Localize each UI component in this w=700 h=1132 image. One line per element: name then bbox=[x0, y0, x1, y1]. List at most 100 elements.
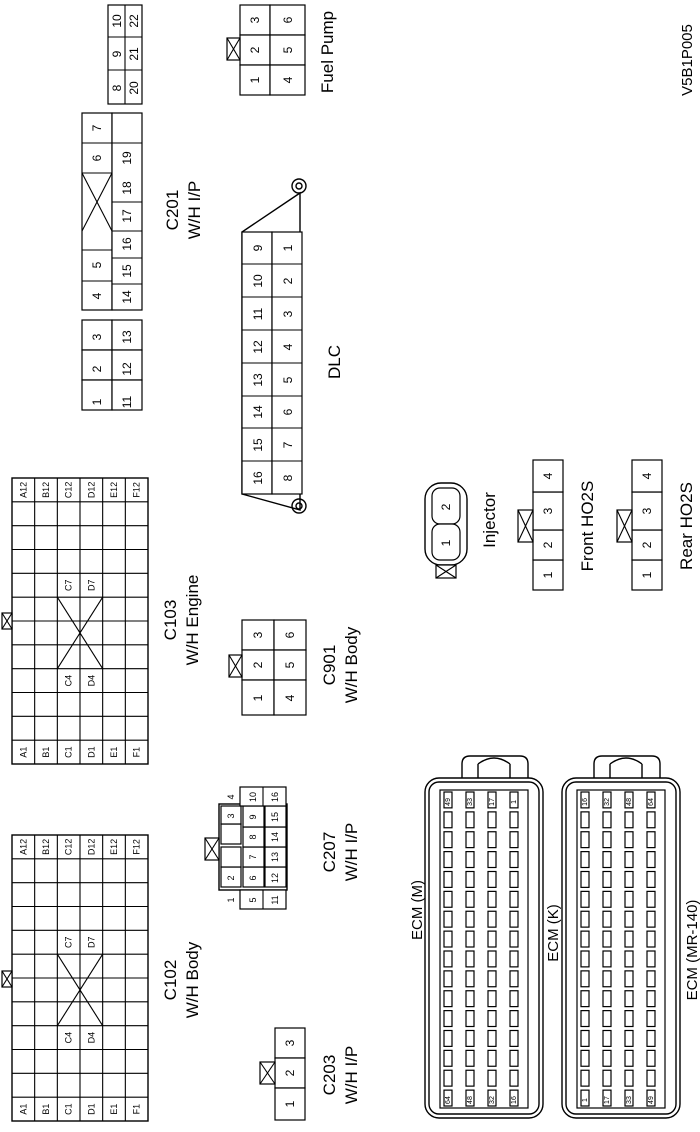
pin: 48 bbox=[467, 1096, 474, 1104]
ecm-pin-cell bbox=[465, 870, 475, 888]
lock-tab-icon bbox=[435, 564, 457, 579]
ecm-pin-cell bbox=[509, 1029, 519, 1047]
pin: 2 bbox=[90, 365, 104, 372]
ecm-pin-cell bbox=[624, 1029, 634, 1047]
ecm-pin-cell bbox=[602, 950, 612, 968]
c102-label: C102 bbox=[161, 960, 180, 1001]
pin: 3 bbox=[640, 507, 654, 514]
ecm-pin-cell bbox=[646, 890, 656, 908]
pin: C1 bbox=[64, 746, 74, 758]
pin: 5 bbox=[283, 661, 297, 668]
c201-sublabel: W/H I/P bbox=[185, 181, 204, 240]
pin: C1 bbox=[64, 1103, 74, 1115]
ecm-pin-cell bbox=[443, 1049, 453, 1067]
pin: 1 bbox=[90, 398, 104, 405]
ecm-m-label: ECM (M) bbox=[409, 880, 426, 940]
ecm-pin-cell bbox=[646, 930, 656, 948]
lock-tab-icon bbox=[226, 37, 241, 61]
ecm-pin-cell bbox=[509, 990, 519, 1008]
pin: 1 bbox=[281, 244, 295, 251]
ecm-pin-cell bbox=[602, 811, 612, 829]
ecm-pin-cell bbox=[443, 831, 453, 849]
pin: 1 bbox=[640, 571, 654, 578]
rear-ho2s-connector: 1 2 3 4 Rear HO2S bbox=[616, 459, 696, 591]
pin: 17 bbox=[489, 798, 496, 806]
injector-connector: 1 2 Injector bbox=[424, 482, 499, 579]
ecm-pin-cell bbox=[509, 930, 519, 948]
fuel-pump-connector: 1 2 3 4 5 6 Fuel Pump bbox=[226, 4, 337, 96]
hatch-line bbox=[56, 953, 104, 1026]
ecm-pin-cell bbox=[646, 970, 656, 988]
ecm-pin-cell bbox=[646, 1069, 656, 1087]
pin: C12 bbox=[64, 839, 74, 856]
pin: E12 bbox=[109, 482, 119, 498]
pin: 1 bbox=[248, 76, 262, 83]
ecm-pin-cell bbox=[580, 791, 590, 809]
pin: B1 bbox=[41, 1104, 51, 1115]
pin: 19 bbox=[120, 151, 134, 165]
pin: F12 bbox=[132, 482, 142, 498]
ecm-pin-cell bbox=[443, 1069, 453, 1087]
pin: 48 bbox=[626, 798, 633, 806]
ecm-pin-cell bbox=[487, 970, 497, 988]
ecm-pin-cell bbox=[624, 870, 634, 888]
ecm-pin-cell bbox=[487, 890, 497, 908]
pin: F1 bbox=[132, 747, 142, 758]
pin: 14 bbox=[270, 832, 280, 842]
ecm-pin-cell bbox=[602, 1049, 612, 1067]
ecm-pin-cell bbox=[580, 890, 590, 908]
ecm-pin-cell bbox=[465, 930, 475, 948]
pin: 14 bbox=[120, 290, 134, 304]
ecm-pin-cell bbox=[646, 811, 656, 829]
ecm-pin-cell bbox=[580, 1029, 590, 1047]
pin: A1 bbox=[18, 747, 28, 758]
pin: 20 bbox=[127, 81, 141, 95]
pin: C4 bbox=[64, 675, 74, 687]
ecm-pin-cell bbox=[602, 851, 612, 869]
pin: 10 bbox=[251, 274, 265, 288]
pin: 5 bbox=[281, 376, 295, 383]
ecm-pin-cell bbox=[509, 1049, 519, 1067]
ecm-pin-cell bbox=[509, 910, 519, 928]
ecm-pin-cell bbox=[487, 851, 497, 869]
ecm-pin-cell bbox=[465, 1069, 475, 1087]
ecm-pin-cell bbox=[646, 950, 656, 968]
pin: 16 bbox=[270, 792, 280, 802]
ecm-k-label: ECM (K) bbox=[545, 904, 562, 962]
ecm-pin-cell bbox=[624, 890, 634, 908]
pin: 4 bbox=[90, 292, 104, 299]
pin: 5 bbox=[90, 261, 104, 268]
pin: 7 bbox=[281, 441, 295, 448]
pin: 15 bbox=[251, 438, 265, 452]
ecm-pin-cell bbox=[509, 950, 519, 968]
ecm-pin-cell bbox=[465, 1049, 475, 1067]
pin: 1 bbox=[283, 1100, 297, 1107]
ecm-pin-cell bbox=[465, 811, 475, 829]
pin: D4 bbox=[86, 675, 96, 687]
ecm-pin-cell bbox=[487, 811, 497, 829]
ecm-pin-cell bbox=[509, 811, 519, 829]
pin: 3 bbox=[248, 16, 262, 23]
ecm-pin-cell bbox=[443, 811, 453, 829]
ecm-pin-cell bbox=[624, 831, 634, 849]
lock-tab-icon bbox=[204, 837, 220, 861]
pin: 6 bbox=[281, 16, 295, 23]
pin: 64 bbox=[445, 1096, 452, 1104]
ecm-pin-cell bbox=[443, 1010, 453, 1028]
pin: 3 bbox=[251, 631, 265, 638]
ecm-pin-cell bbox=[624, 910, 634, 928]
pin: C4 bbox=[64, 1032, 74, 1044]
pin: D4 bbox=[86, 1032, 96, 1044]
ecm-pin-cell bbox=[624, 851, 634, 869]
pin: 16 bbox=[120, 237, 134, 251]
ecm-pin-cell bbox=[487, 831, 497, 849]
injector-label: Injector bbox=[480, 492, 499, 548]
ecm-pin-cell bbox=[646, 851, 656, 869]
pin: 22 bbox=[127, 14, 141, 28]
ecm-pin-cell bbox=[646, 831, 656, 849]
dlc-label: DLC bbox=[325, 345, 344, 379]
pin: D12 bbox=[86, 482, 96, 499]
hatch-line bbox=[56, 596, 104, 669]
ecm-pin-cell bbox=[580, 851, 590, 869]
